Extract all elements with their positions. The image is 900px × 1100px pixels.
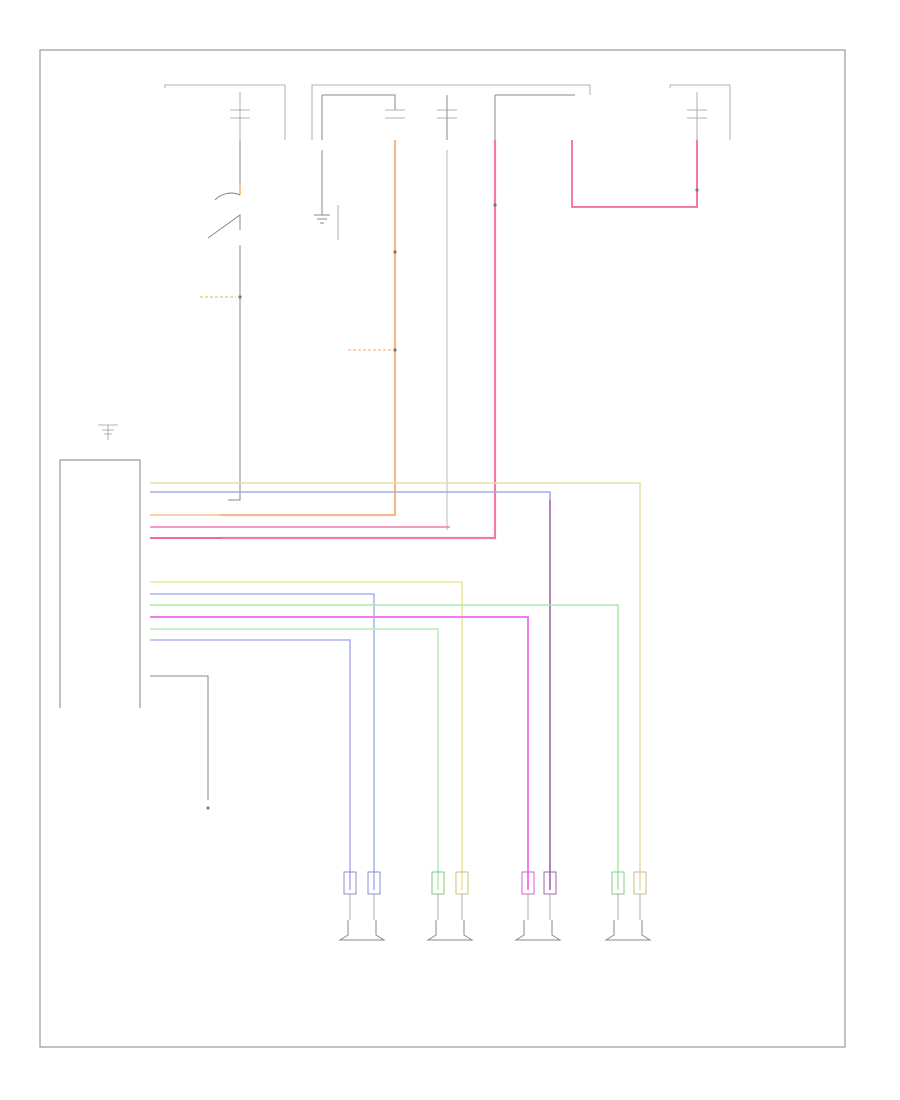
speaker-right-front	[338, 871, 386, 941]
wire-orange-vertical	[220, 140, 397, 517]
circuit-left-black	[200, 140, 242, 501]
speaker-left-rear	[604, 871, 652, 941]
fuse-box-center	[311, 84, 591, 140]
fuse-box-right	[669, 84, 731, 140]
wire-tan	[150, 482, 641, 890]
wire-light-green	[150, 628, 439, 890]
radio-unit	[59, 424, 141, 708]
wire-magenta	[150, 616, 529, 890]
fuse-box-left	[164, 84, 286, 140]
wire-pink-vertical	[220, 140, 497, 540]
ground-lead	[150, 675, 210, 810]
wire-blue	[150, 593, 375, 890]
wire-pink-loop	[571, 140, 698, 208]
speaker-left-front	[426, 871, 474, 941]
wire-green	[150, 604, 619, 890]
wire-yellow	[150, 581, 463, 890]
diagram-frame	[39, 49, 846, 1048]
speaker-right-rear	[514, 871, 562, 941]
wire-lavender	[150, 639, 351, 890]
ground-symbol	[314, 150, 339, 240]
